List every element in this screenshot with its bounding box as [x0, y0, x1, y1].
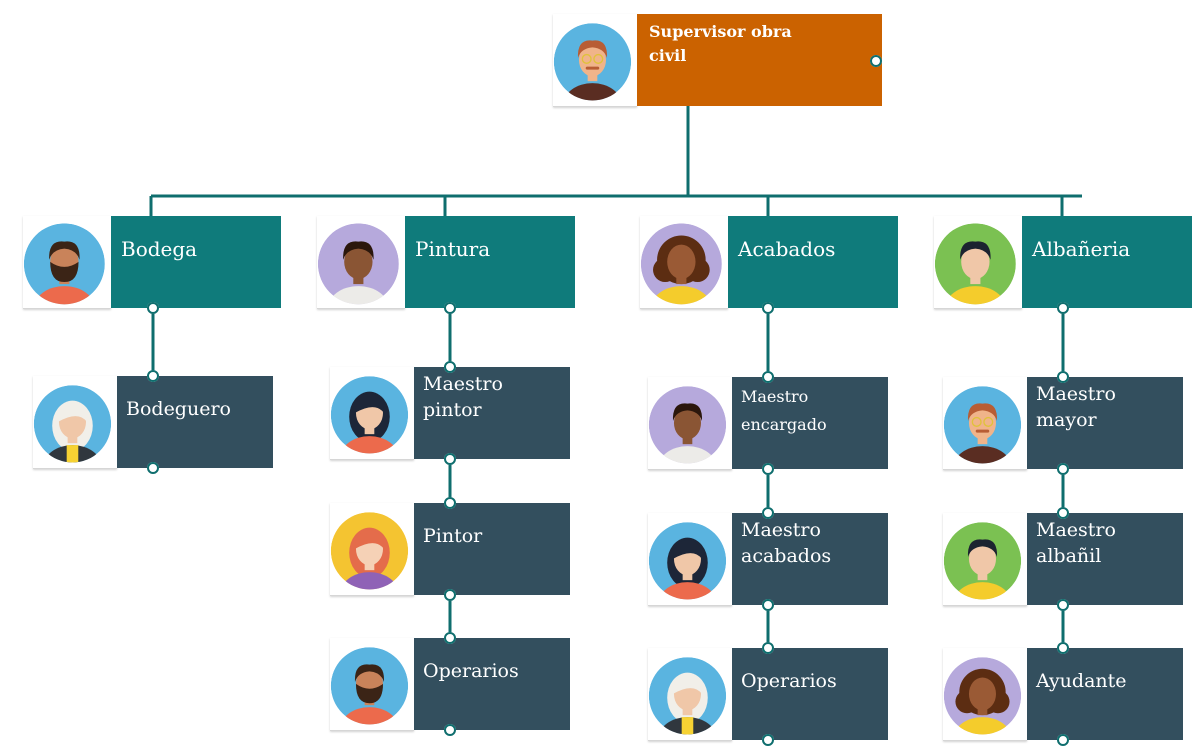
bearded-man-icon [23, 216, 111, 309]
woman-red-hair-icon [330, 503, 414, 596]
role-label: Maestro mayor [1036, 383, 1116, 431]
man-white-shirt-icon [317, 216, 405, 309]
role-node-1-1[interactable]: Pintor [330, 503, 570, 596]
supervisor-node[interactable]: Supervisor obra civil [553, 14, 882, 107]
dept-label-box: Bodega [111, 216, 281, 308]
role-label: Bodeguero [126, 398, 231, 420]
role-node-2-1[interactable]: Maestro acabados [648, 513, 888, 606]
man-green-bg-icon [943, 513, 1027, 606]
man-glasses-mustache-icon [553, 14, 637, 107]
woman-dark-hair-icon [648, 513, 732, 606]
role-label-box: Maestro pintor [414, 367, 570, 459]
dept-label: Pintura [415, 237, 491, 261]
role-label: Operarios [741, 670, 837, 692]
department-node-3[interactable]: Albañeria [934, 216, 1192, 309]
role-label-box: Maestro encargado [732, 377, 888, 469]
role-label: Ayudante [1036, 670, 1127, 692]
woman-curly-hair-icon [640, 216, 728, 309]
dept-label-box: Albañeria [1022, 216, 1192, 308]
top-label: Supervisor obra civil [649, 22, 792, 65]
role-node-2-0[interactable]: Maestro encargado [648, 377, 888, 470]
elderly-woman-icon [648, 648, 732, 741]
role-label: Maestro acabados [741, 519, 832, 567]
role-node-2-2[interactable]: Operarios [648, 648, 888, 741]
role-label: Maestro pintor [423, 373, 503, 421]
top-label-box: Supervisor obra civil [637, 14, 882, 106]
role-label: Maestro albañil [1036, 519, 1116, 567]
role-node-1-0[interactable]: Maestro pintor [330, 367, 570, 460]
man-white-shirt-icon [648, 377, 732, 470]
role-node-3-1[interactable]: Maestro albañil [943, 513, 1183, 606]
dept-label: Bodega [121, 237, 198, 261]
elderly-woman-icon [33, 376, 117, 469]
man-green-bg-icon [934, 216, 1022, 309]
dept-label: Acabados [738, 237, 836, 261]
role-label-box: Maestro albañil [1027, 513, 1183, 605]
role-label: Operarios [423, 660, 519, 682]
role-label-box: Operarios [414, 638, 570, 730]
woman-dark-hair-icon [330, 367, 414, 460]
role-node-3-2[interactable]: Ayudante [943, 648, 1183, 741]
bearded-man-icon [330, 638, 414, 731]
man-glasses-mustache-icon [943, 377, 1027, 470]
role-label-box: Ayudante [1027, 648, 1183, 740]
role-label-box: Pintor [414, 503, 570, 595]
dept-label: Albañeria [1032, 237, 1131, 261]
role-label: Pintor [423, 525, 483, 547]
role-node-1-2[interactable]: Operarios [330, 638, 570, 731]
role-label-box: Maestro acabados [732, 513, 888, 605]
woman-curly-hair-icon [943, 648, 1027, 741]
department-node-2[interactable]: Acabados [640, 216, 898, 309]
role-node-0-0[interactable]: Bodeguero [33, 376, 273, 469]
dept-label-box: Pintura [405, 216, 575, 308]
role-label-box: Maestro mayor [1027, 377, 1183, 469]
department-node-0[interactable]: Bodega [23, 216, 281, 309]
role-label: Maestro encargado [741, 387, 827, 434]
role-label-box: Bodeguero [117, 376, 273, 468]
role-node-3-0[interactable]: Maestro mayor [943, 377, 1183, 470]
dept-label-box: Acabados [728, 216, 898, 308]
role-label-box: Operarios [732, 648, 888, 740]
department-node-1[interactable]: Pintura [317, 216, 575, 309]
